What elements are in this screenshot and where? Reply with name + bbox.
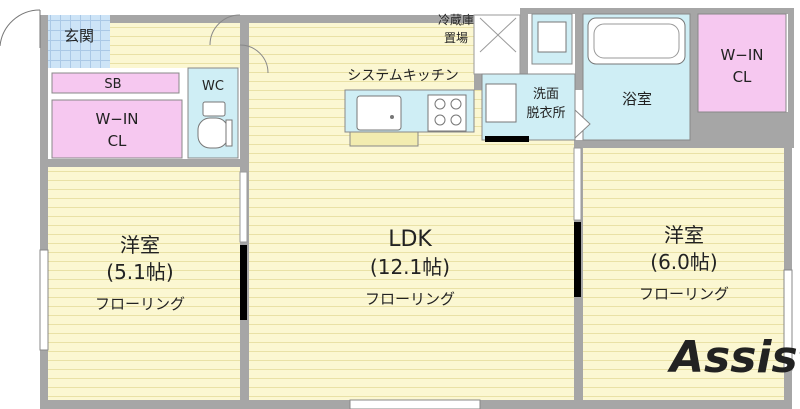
label-bathroom: 浴室 [622, 90, 652, 108]
washroom-door [485, 136, 529, 142]
watermark: Assist [667, 332, 800, 383]
left-sliding-door [240, 245, 247, 320]
fridge-space [473, 14, 521, 75]
label-ldk-name: LDK [388, 227, 432, 252]
left-bedroom-floor [48, 167, 240, 400]
label-genkan: 玄関 [64, 27, 94, 45]
bottom-window [349, 399, 481, 409]
right-bedroom-floor [583, 148, 784, 400]
hallway-floor [110, 23, 240, 68]
label-fridge-2: 置場 [444, 31, 468, 45]
label-left-bedroom-floor: フローリング [95, 295, 185, 313]
label-ldk-floor: フローリング [365, 290, 455, 308]
label-ldk-size: (12.1帖) [370, 255, 450, 279]
label-left-closet-2: CL [108, 132, 127, 150]
label-system-kitchen: システムキッチン [347, 68, 459, 84]
stove [427, 94, 467, 132]
label-washroom-2: 脱衣所 [526, 105, 565, 121]
right-sliding-door [574, 222, 581, 297]
toilet-bowl [197, 117, 229, 149]
right-window [783, 269, 793, 371]
label-right-bedroom-size: (6.0帖) [650, 250, 717, 274]
wash-basin [485, 83, 517, 123]
entry-door-swing [0, 9, 41, 47]
label-fridge-1: 冷蔵庫 [438, 13, 474, 27]
genkan-area [48, 15, 110, 68]
label-wc: WC [202, 79, 224, 94]
label-sb: SB [104, 77, 121, 92]
right-walk-in-closet [697, 13, 787, 113]
label-left-bedroom-size: (5.1帖) [106, 260, 173, 284]
left-window [39, 249, 49, 351]
left-walk-in-closet [51, 99, 183, 159]
label-washroom-1: 洗面 [533, 87, 559, 102]
label-right-closet-1: W−IN [720, 46, 763, 64]
label-left-bedroom-name: 洋室 [120, 233, 160, 257]
label-right-bedroom-floor: フローリング [639, 285, 729, 303]
label-left-closet-1: W−IN [95, 110, 138, 128]
label-right-closet-2: CL [733, 68, 752, 86]
sb-storage [51, 72, 180, 94]
label-right-bedroom-name: 洋室 [664, 223, 704, 247]
toilet-tank [202, 101, 226, 117]
sink [356, 95, 402, 131]
